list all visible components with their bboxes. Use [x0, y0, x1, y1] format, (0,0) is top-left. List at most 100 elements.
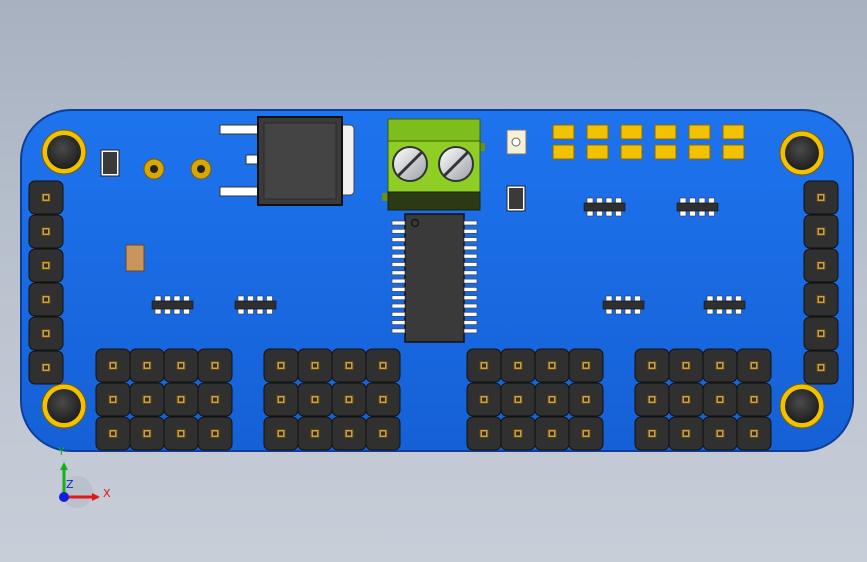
y-axis-label: Y [57, 445, 65, 458]
header-pin [297, 416, 333, 451]
header-pin [634, 382, 670, 417]
resistor-array [583, 197, 626, 217]
smd-pad [654, 144, 677, 160]
smd-pad [586, 144, 609, 160]
resistor-array [234, 295, 277, 315]
smd-pad [654, 124, 677, 140]
right-pin-header [803, 180, 839, 385]
ic-pin [463, 228, 478, 234]
ic-pin [391, 270, 406, 276]
smd-pad [688, 124, 711, 140]
ic-pin [463, 278, 478, 284]
header-pin [197, 416, 233, 451]
ic-pin [391, 253, 406, 259]
header-pin [129, 348, 165, 383]
resistor-array [703, 295, 746, 315]
header-pin [365, 382, 401, 417]
header-pin [28, 214, 64, 249]
status-led [506, 129, 527, 155]
header-pin [568, 382, 604, 417]
z-axis-label: Z [66, 478, 74, 491]
terminal-block [382, 118, 485, 211]
header-pin [534, 382, 570, 417]
header-pin [365, 416, 401, 451]
header-pin [466, 382, 502, 417]
ic-pin [391, 245, 406, 251]
header-pin [163, 348, 199, 383]
ic-pin [391, 278, 406, 284]
header-pin [28, 350, 64, 385]
header-pin [668, 382, 704, 417]
header-pin [263, 416, 299, 451]
header-pin [197, 348, 233, 383]
ic-pin [463, 287, 478, 292]
servo-headers [95, 348, 772, 451]
header-pin [803, 248, 839, 283]
ic-pin [391, 320, 406, 325]
header-pin [129, 382, 165, 417]
header-pin [634, 416, 670, 451]
smd-pad [552, 124, 575, 140]
ic-pin [463, 303, 478, 309]
header-pin [129, 416, 165, 451]
ic-pin [463, 245, 478, 251]
resistor-arrays [151, 197, 746, 315]
voltage-regulator [219, 116, 355, 206]
header-pin [28, 180, 64, 215]
header-pin [803, 350, 839, 385]
ic-pin [463, 220, 478, 226]
header-pin [95, 416, 131, 451]
mounting-hole [779, 383, 825, 429]
header-pin [263, 382, 299, 417]
smd-pad [586, 124, 609, 140]
header-pin [163, 416, 199, 451]
smd-pad [722, 124, 745, 140]
resistor-array [602, 295, 645, 315]
header-pin [297, 348, 333, 383]
smd-pad [688, 144, 711, 160]
header-pin [500, 382, 536, 417]
header-pin [736, 416, 772, 451]
pwm-driver-ic [391, 213, 478, 343]
mounting-hole [41, 383, 87, 429]
header-pin [263, 348, 299, 383]
header-pin [668, 416, 704, 451]
header-pin [331, 416, 367, 451]
smd-pad-array [552, 124, 745, 160]
ic-pin [391, 328, 406, 334]
x-axis-label: X [103, 487, 111, 500]
header-pin [803, 180, 839, 215]
ic-pin [391, 228, 406, 234]
smd-pad [722, 144, 745, 160]
header-pin [634, 348, 670, 383]
header-pin [702, 382, 738, 417]
axis-triad: X Y Z [57, 445, 111, 508]
left-pin-header [28, 180, 64, 385]
header-pin [500, 416, 536, 451]
mounting-holes [41, 129, 825, 429]
header-pin [28, 316, 64, 351]
smd-transistor [506, 185, 526, 212]
header-pin [702, 416, 738, 451]
header-pin [568, 416, 604, 451]
header-pin [331, 348, 367, 383]
mounting-hole [779, 130, 825, 176]
ic-pin [463, 237, 478, 242]
ic-pin [391, 311, 406, 317]
ic-pin [391, 220, 406, 226]
smd-pad [620, 144, 643, 160]
ic-pin [463, 295, 478, 301]
ic-pin [391, 287, 406, 292]
ic-pin [463, 253, 478, 259]
header-pin [28, 282, 64, 317]
header-pin [365, 348, 401, 383]
ic-pin [463, 320, 478, 325]
header-pin [803, 214, 839, 249]
header-pin [803, 282, 839, 317]
smd-diode [100, 149, 120, 177]
test-points [143, 158, 212, 180]
header-pin [297, 382, 333, 417]
ic-pin [463, 270, 478, 276]
